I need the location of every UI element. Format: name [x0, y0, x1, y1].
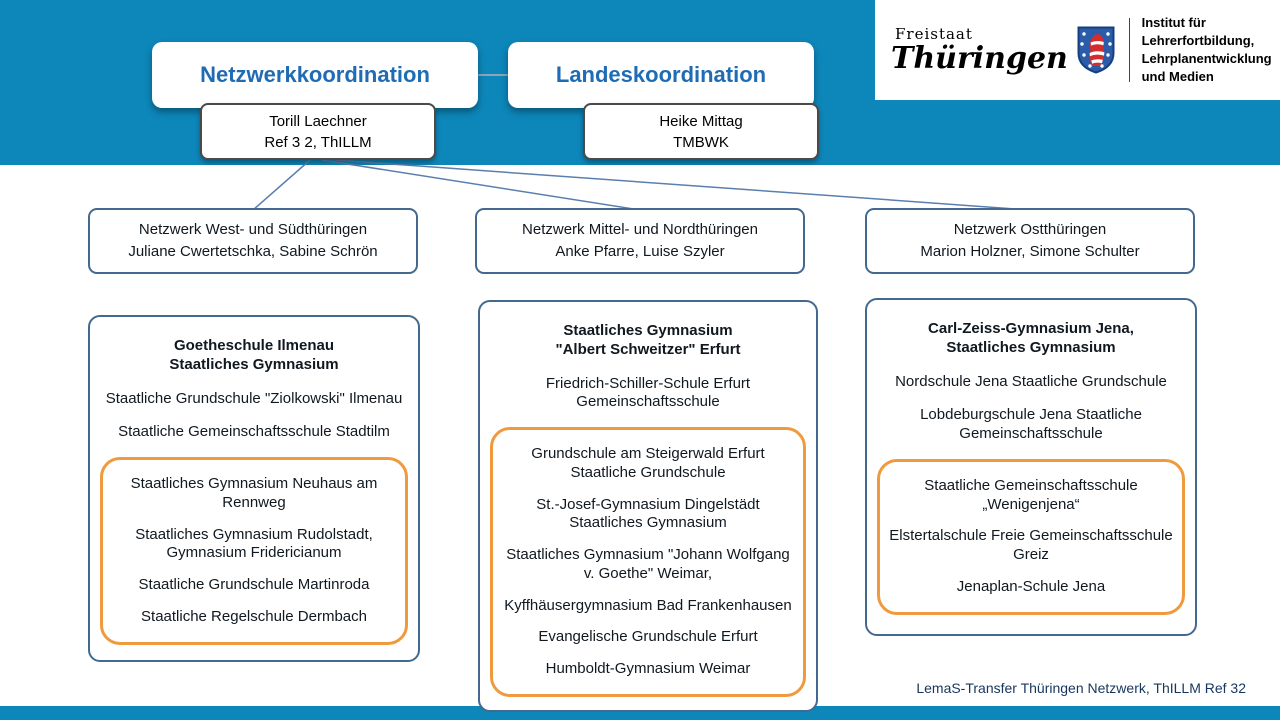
school-item: Staatliche Grundschule "Ziolkowski" Ilme… — [105, 389, 403, 407]
school-item: Staatliche Grundschule Martinroda — [138, 576, 370, 593]
highlighted-school-group: Staatliches Gymnasium Neuhaus am Rennweg… — [100, 457, 408, 645]
school-group-west-sued: Goetheschule Ilmenau Staatliches Gymnasi… — [88, 315, 420, 662]
lead-school-name: Staatliches Gymnasium "Albert Schweitzer… — [555, 322, 741, 358]
school-item: Staatliche Regelschule Dermbach — [141, 607, 367, 625]
logo-divider — [1128, 18, 1130, 82]
highlighted-school-group: Grundschule am Steigerwald Erfurt Staatl… — [490, 427, 806, 697]
network-coordination-box: Netzwerkkoordination — [152, 42, 478, 108]
network-coordination-title: Netzwerkkoordination — [200, 62, 430, 87]
school-item: Lobdeburgschule Jena Staatliche Gemeinsc… — [920, 406, 1142, 442]
school-item: Staatliche Gemeinschaftsschule Stadtilm — [118, 423, 390, 441]
school-item: Jenaplan-Schule Jena — [956, 577, 1106, 595]
network-coordinator-card: Torill Laechner Ref 3 2, ThILLM — [200, 103, 436, 160]
footer-band — [0, 706, 1280, 720]
logo-wordmark: Freistaat Thüringen — [891, 25, 1068, 75]
school-list: Friedrich-Schiller-Schule Erfurt Gemeins… — [488, 375, 808, 413]
school-item: Evangelische Grundschule Erfurt — [538, 628, 758, 646]
slide-credit: LemaS-Transfer Thüringen Netzwerk, ThILL… — [916, 680, 1246, 696]
state-coordination-box: Landeskoordination — [508, 42, 814, 108]
lead-school-name: Carl-Zeiss-Gymnasium Jena, Staatliches G… — [928, 320, 1134, 356]
school-item: Staatliches Gymnasium Neuhaus am Rennweg — [130, 475, 378, 511]
logo-freistaat-text: Freistaat — [895, 25, 973, 44]
school-item: Staatliches Gymnasium "Johann Wolfgang v… — [506, 546, 790, 582]
lead-school-name: Goetheschule Ilmenau Staatliches Gymnasi… — [169, 337, 339, 373]
highlighted-school-group: Staatliche Gemeinschaftsschule „Wenigenj… — [877, 458, 1185, 615]
state-coordinator-card: Heike Mittag TMBWK — [583, 103, 819, 160]
school-item: St.-Josef-Gymnasium Dingelstädt Staatlic… — [536, 495, 760, 532]
school-item: Friedrich-Schiller-Schule Erfurt Gemeins… — [545, 374, 751, 411]
institution-logo-plate: Freistaat Thüringen Institut für Lehrerf — [875, 0, 1280, 100]
school-item: Humboldt-Gymnasium Weimar — [545, 660, 751, 677]
network-mittel-nord-box: Netzwerk Mittel- und Nordthüringen Anke … — [475, 208, 805, 274]
freistaat-thueringen-logo: Freistaat Thüringen — [875, 25, 1115, 75]
network-ost-box: Netzwerk Ostthüringen Marion Holzner, Si… — [865, 208, 1195, 274]
state-coordination-title: Landeskoordination — [555, 62, 767, 87]
school-item: Staatliches Gymnasium Rudolstadt, Gymnas… — [135, 525, 373, 562]
school-item: Nordschule Jena Staatliche Grundschule — [895, 372, 1167, 390]
thueringen-coat-of-arms-icon — [1077, 26, 1115, 74]
network-west-sued-box: Netzwerk West- und Südthüringen Juliane … — [88, 208, 418, 274]
institute-name: Institut für Lehrerfortbildung, Lehrplan… — [1141, 14, 1272, 85]
logo-thueringen-text: Thüringen — [891, 41, 1068, 77]
school-group-ost: Carl-Zeiss-Gymnasium Jena, Staatliches G… — [865, 298, 1197, 636]
school-list: Staatliche Grundschule "Ziolkowski" Ilme… — [98, 390, 410, 443]
school-item: Staatliche Gemeinschaftsschule „Wenigenj… — [924, 476, 1138, 513]
school-item: Kyffhäusergymnasium Bad Frankenhausen — [504, 596, 792, 614]
school-item: Grundschule am Steigerwald Erfurt Staatl… — [531, 445, 765, 481]
school-item: Elstertalschule Freie Gemeinschaftsschul… — [889, 527, 1173, 563]
school-group-mittel-nord: Staatliches Gymnasium "Albert Schweitzer… — [478, 300, 818, 712]
